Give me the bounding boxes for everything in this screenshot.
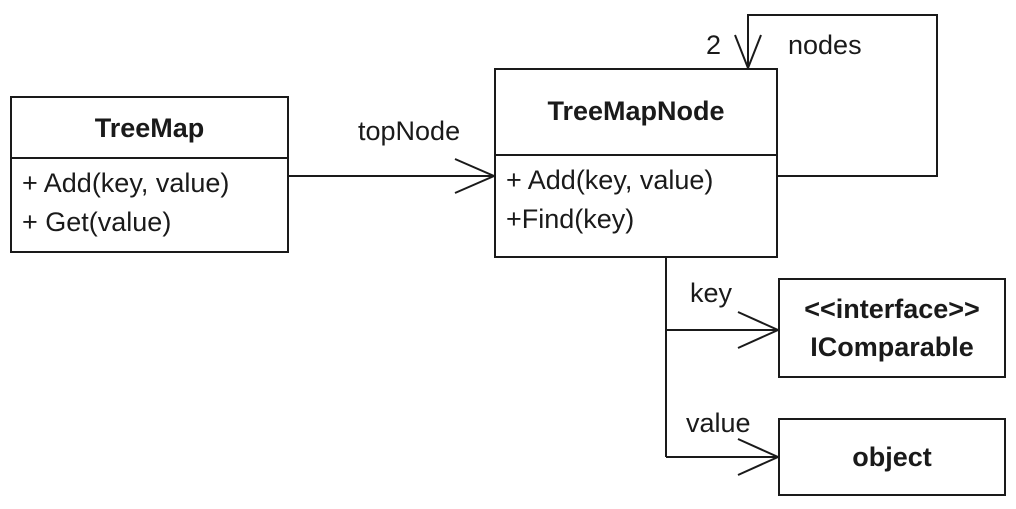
treemap-class-box: TreeMap + Add(key, value) + Get(value) [10, 96, 289, 253]
treemap-class-name: TreeMap [94, 113, 205, 143]
nodes-association-line [747, 14, 938, 177]
treemap-operation-add: + Add(key, value) [22, 168, 230, 198]
object-class-box: object [778, 418, 1006, 496]
nodes-role-label: nodes [788, 30, 862, 60]
icomparable-class-name: IComparable [810, 332, 974, 362]
key-role-label: key [690, 278, 733, 308]
object-class-name: object [852, 442, 932, 472]
treemap-operation-get: + Get(value) [22, 207, 172, 237]
treemapnode-class-box: TreeMapNode + Add(key, value) +Find(key) [494, 68, 778, 258]
value-role-label: value [686, 408, 751, 438]
treemap-divider [12, 157, 287, 159]
treemapnode-class-name: TreeMapNode [547, 96, 725, 126]
treemapnode-divider [496, 154, 776, 156]
topnode-role-label: topNode [358, 116, 461, 146]
treemapnode-operation-find: +Find(key) [506, 204, 635, 234]
treemapnode-operation-add: + Add(key, value) [506, 165, 714, 195]
icomparable-stereotype: <<interface>> [804, 294, 980, 324]
icomparable-interface-box: <<interface>> IComparable [778, 278, 1006, 378]
nodes-multiplicity-label: 2 [706, 30, 722, 60]
